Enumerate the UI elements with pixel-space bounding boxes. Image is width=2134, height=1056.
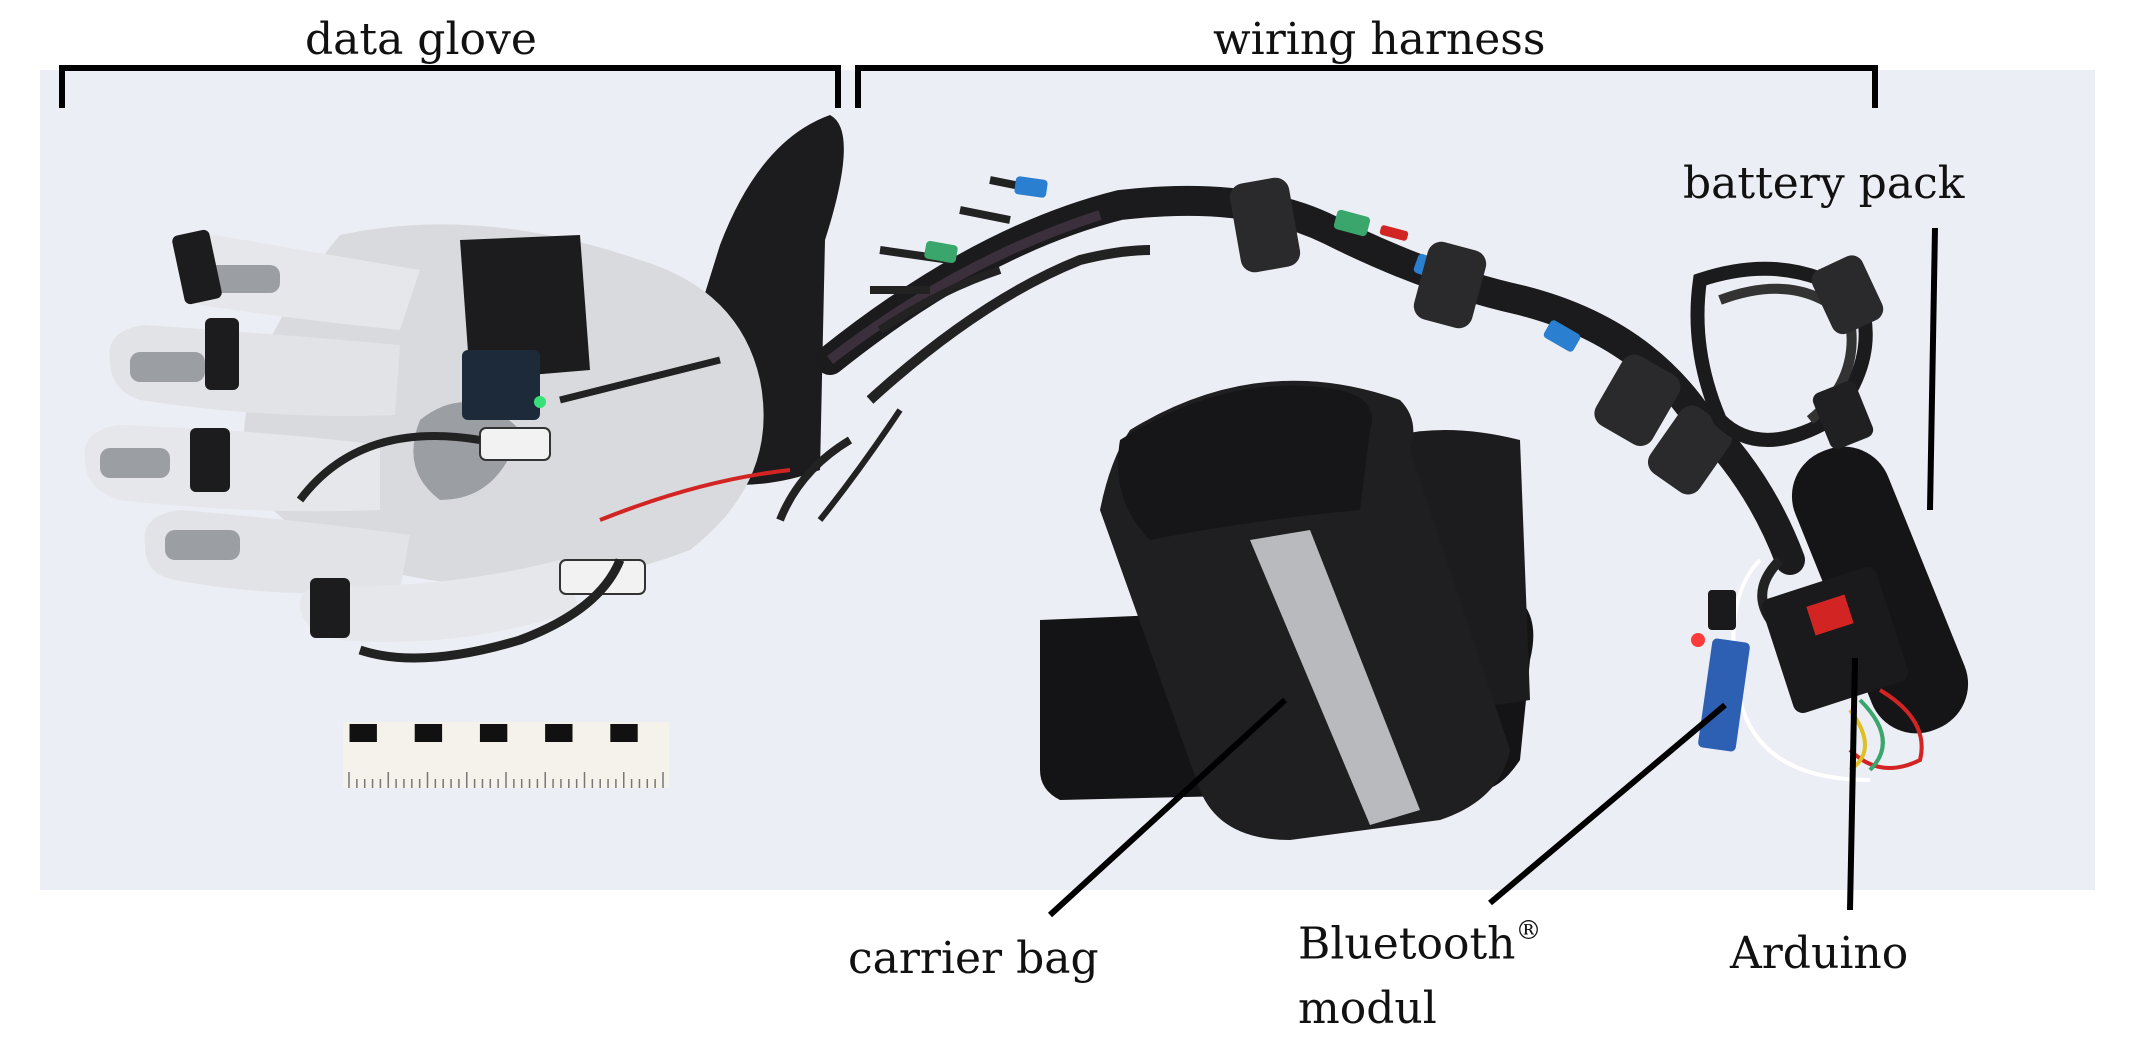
carrier-bag (1040, 380, 1534, 840)
scale-mark (414, 724, 443, 742)
leader-carrier-bag (1047, 697, 1288, 918)
leader-battery-pack (1927, 227, 1938, 511)
leader-arduino (1847, 657, 1858, 911)
imu-sensor-board (462, 350, 540, 420)
bracket-wiring-harness (855, 65, 1878, 108)
led-red (1691, 633, 1705, 647)
scale-mark (610, 724, 638, 742)
label-battery-pack: battery pack (1683, 158, 1965, 209)
annotations (59, 65, 1938, 918)
label-data-glove: data glove (305, 14, 537, 65)
arduino-board (1761, 566, 1909, 714)
label-arduino: Arduino (1730, 928, 1909, 979)
led-green (534, 396, 546, 408)
label-bluetooth-line1: Bluetooth (1298, 918, 1516, 970)
label-carrier-bag: carrier bag (848, 933, 1099, 984)
label-bluetooth-modul: Bluetooth® (1298, 918, 1541, 970)
bluetooth-board (1698, 638, 1750, 752)
label-wiring-harness: wiring harness (1213, 14, 1546, 65)
electronics (1691, 556, 1924, 782)
registered-mark: ® (1515, 916, 1542, 946)
scale-bar (343, 722, 669, 788)
scale-mark (479, 724, 508, 742)
scale-mark (545, 724, 573, 742)
scale-mark (349, 724, 377, 742)
bracket-data-glove (59, 65, 841, 108)
wiring-harness (776, 176, 1805, 575)
leader-bluetooth (1488, 702, 1727, 906)
data-glove (84, 115, 844, 663)
label-modul: modul (1298, 983, 1437, 1034)
